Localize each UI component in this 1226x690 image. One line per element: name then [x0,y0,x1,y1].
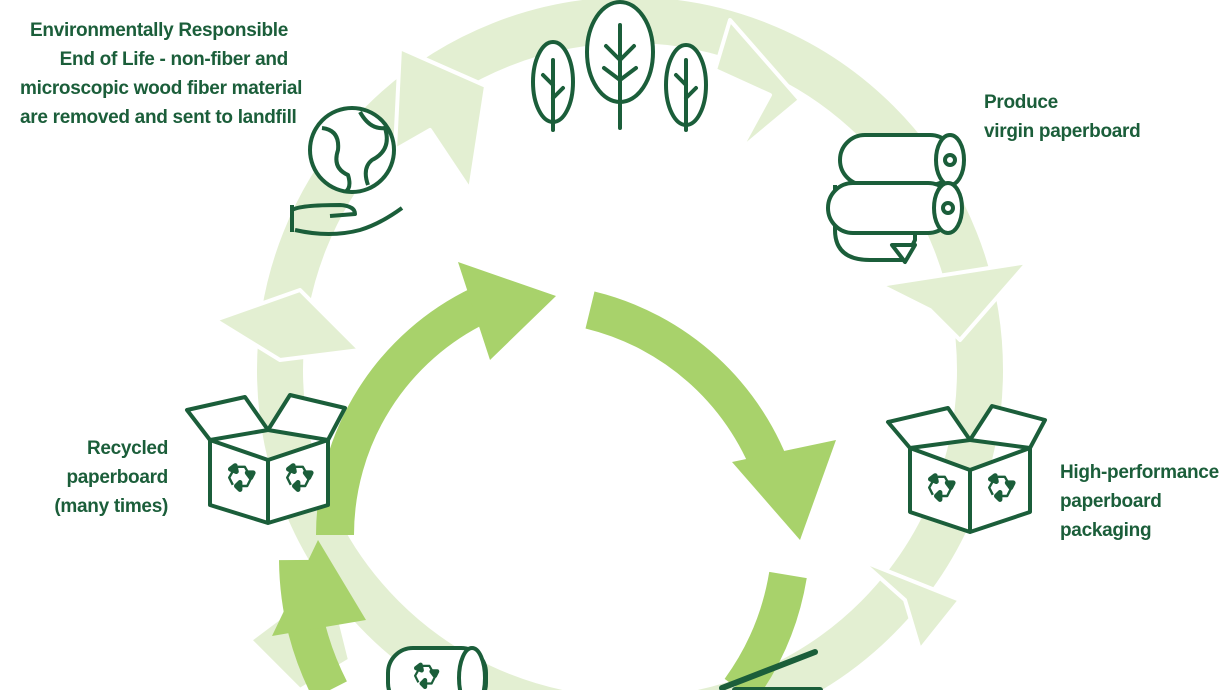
collection-bin-icon [719,649,823,690]
end-of-life-line-2: End of Life - non-fiber and [59,49,289,70]
packaging-line-2: paperboard [1060,491,1162,512]
packaging-line-1: High-performance [1060,462,1219,483]
inner-arrowhead-left [272,540,366,636]
produce-line-2: virgin paperboard [984,121,1141,142]
recycled-line-1: Recycled [86,438,168,459]
outer-arrow-4 [858,558,962,652]
inner-arrowhead-right [732,440,836,540]
outer-arrow-3 [878,260,1030,342]
trees-icon [531,0,708,132]
outer-arrow-2 [713,18,802,152]
recycle-box-icon-right [886,404,1047,534]
inner-arrow-heads [272,262,836,636]
inner-arrowhead-top [458,262,556,360]
recycle-box-icon-left [185,393,347,525]
produce-line-1: Produce [984,92,1058,113]
inner-arc-right [585,291,794,487]
recycled-line-3: (many times) [54,496,168,517]
inner-arc-left [316,287,489,536]
recycled-roll-icon [386,646,488,690]
recycled-label: Recycled paperboard (many times) [30,434,168,521]
recycled-line-2: paperboard [66,467,168,488]
packaging-line-3: packaging [1060,520,1152,541]
globe-in-hand-icon [290,106,404,236]
packaging-label: High-performance paperboard packaging [1060,458,1219,545]
outer-arrow-1 [393,46,488,192]
end-of-life-line-1: Environmentally Responsible [30,20,288,41]
outer-arrow-5 [213,288,362,362]
paper-rolls-icon [826,133,966,264]
produce-label: Produce virgin paperboard [984,88,1141,146]
end-of-life-label: Environmentally Responsible End of Life … [20,16,303,132]
end-of-life-line-4: are removed and sent to landfill [20,107,297,128]
end-of-life-line-3: microscopic wood fiber material [20,78,303,99]
